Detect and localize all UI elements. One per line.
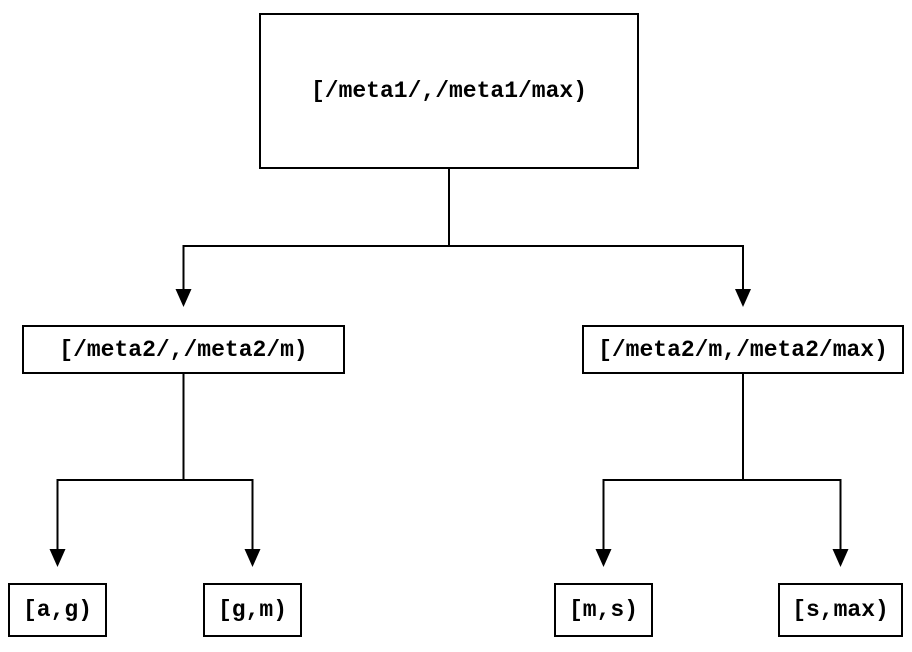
arrowhead-down-icon (595, 549, 612, 567)
leaf-node-box-3: [m,s) (554, 583, 653, 637)
leaf-node-label: [a,g) (22, 597, 92, 623)
leaf-node-label: [g,m) (217, 597, 287, 623)
leaf-node-box-4: [s,max) (778, 583, 903, 637)
arrowhead-down-icon (832, 549, 849, 567)
edge-root-branch (182, 245, 744, 289)
leaf-node-label: [m,s) (568, 597, 638, 623)
branch-node-label: [/meta2/,/meta2/m) (59, 336, 308, 363)
root-node-label: [/meta1/,/meta1/max) (310, 78, 588, 104)
arrowhead-down-icon (49, 549, 66, 567)
arrowhead-down-icon (735, 289, 751, 307)
edge-right-branch (602, 479, 842, 549)
arrowhead-down-icon (244, 549, 261, 567)
edge-arrowheads (49, 289, 849, 567)
arrowhead-down-icon (175, 289, 192, 307)
leaf-node-box-1: [a,g) (8, 583, 107, 637)
leaf-node-label: [s,max) (792, 597, 889, 623)
branch-node-label: [/meta2/m,/meta2/max) (598, 336, 888, 363)
root-node-box: [/meta1/,/meta1/max) (259, 13, 639, 169)
edge-left-branch (56, 479, 254, 549)
branch-node-box-right: [/meta2/m,/meta2/max) (582, 325, 904, 374)
leaf-node-box-2: [g,m) (203, 583, 302, 637)
edge-lines (56, 169, 842, 549)
branch-node-box-left: [/meta2/,/meta2/m) (22, 325, 345, 374)
